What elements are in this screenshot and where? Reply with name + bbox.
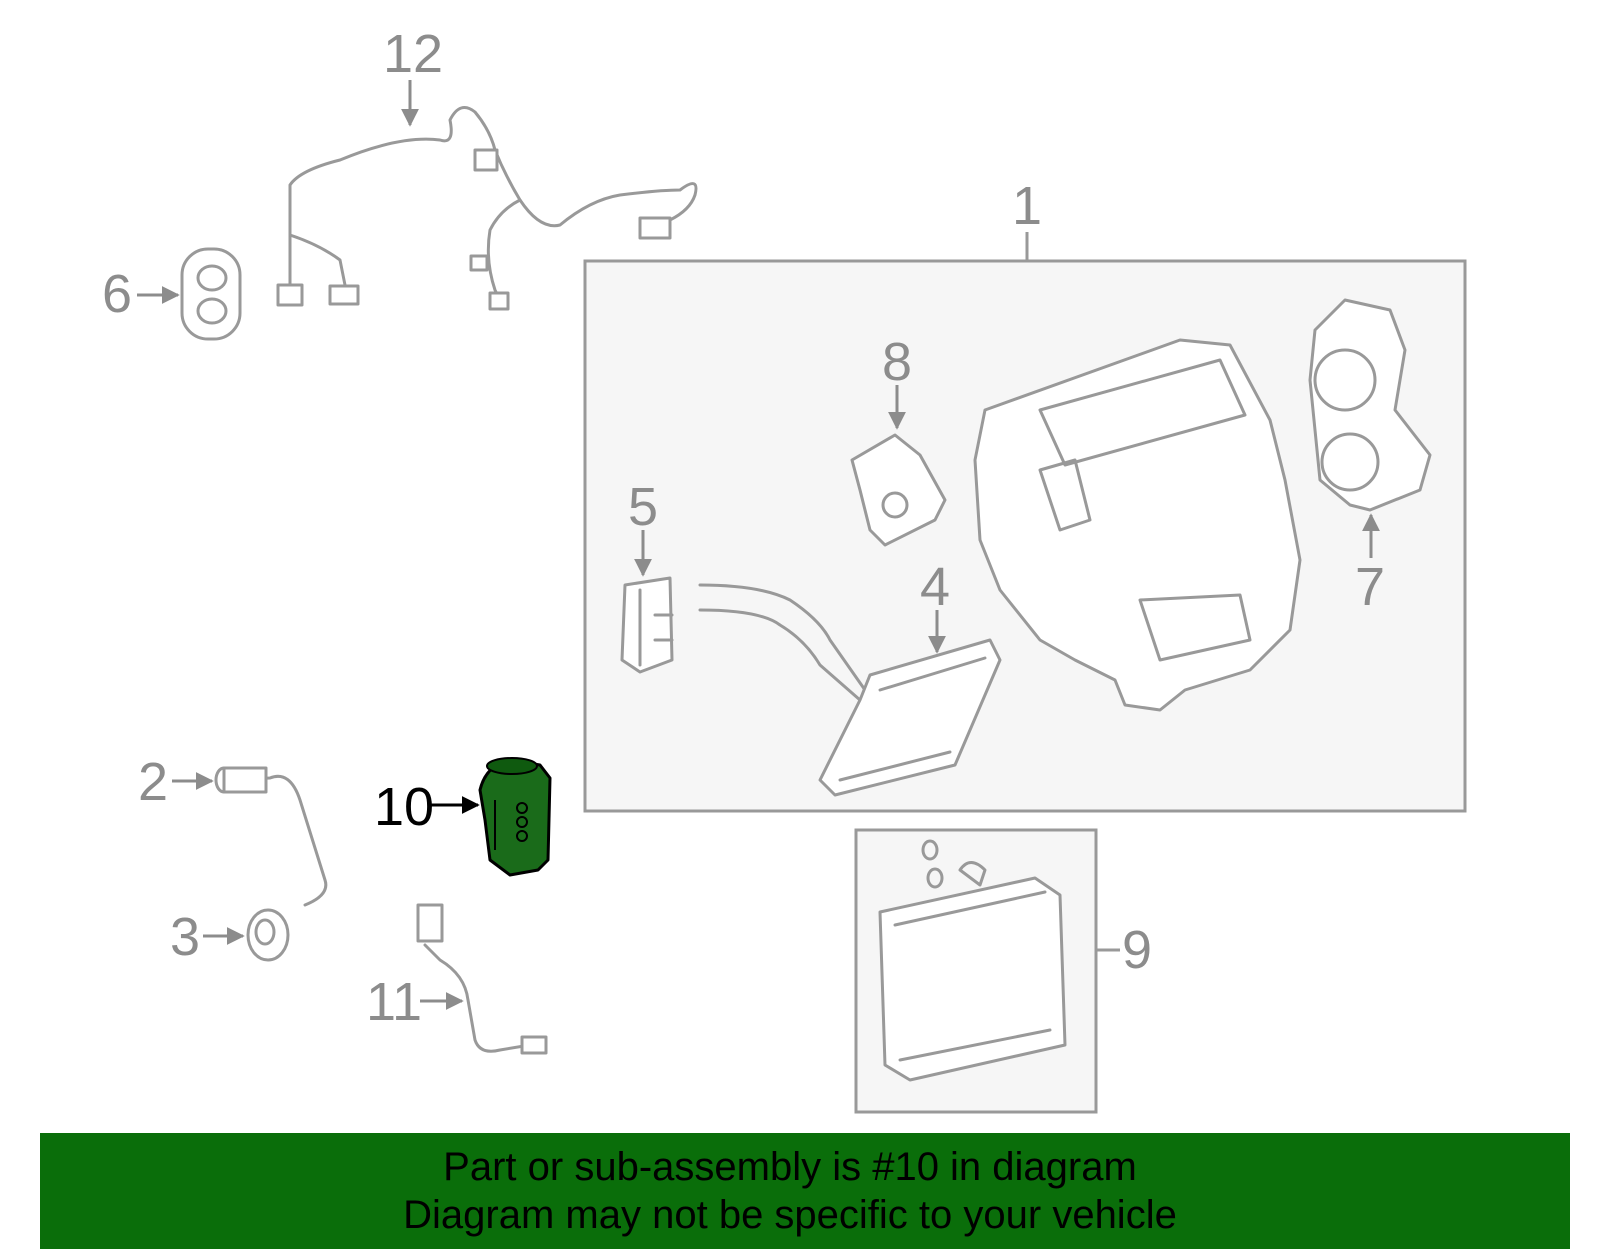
part-11-sensor [416,903,548,1055]
part-7-blower [1308,298,1432,512]
part-8-servo [850,433,947,547]
callout-10: 10 [374,777,434,837]
callout-3: 3 [170,907,200,967]
callout-labels: 1 2 3 4 5 6 7 8 9 10 11 12 [102,24,1385,1032]
part-6-grommet [180,247,242,341]
part-2-pipe [214,766,328,907]
info-banner: Part or sub-assembly is #10 in diagram D… [40,1133,1570,1249]
callout-12: 12 [383,24,443,84]
banner-line-1: Part or sub-assembly is #10 in diagram [443,1145,1137,1189]
callout-2: 2 [138,752,168,812]
part-10-expansion-valve[interactable] [478,757,552,877]
part-4-heater-core [698,583,1002,797]
callout-arrows [137,80,1380,1010]
part-5-bracket [620,576,674,674]
part-3-seal [246,908,290,962]
callout-4: 4 [920,557,950,617]
callout-7: 7 [1355,557,1385,617]
heater-unit [973,338,1302,712]
callout-9: 9 [1122,920,1152,980]
callout-1: 1 [1012,176,1042,236]
callout-11: 11 [366,972,422,1032]
part-12-wire-harness [276,106,698,311]
part-9-evaporator [878,839,1067,1082]
banner-line-2: Diagram may not be specific to your vehi… [403,1193,1177,1237]
callout-5: 5 [628,477,658,537]
callout-8: 8 [882,332,912,392]
callout-6: 6 [102,264,132,324]
